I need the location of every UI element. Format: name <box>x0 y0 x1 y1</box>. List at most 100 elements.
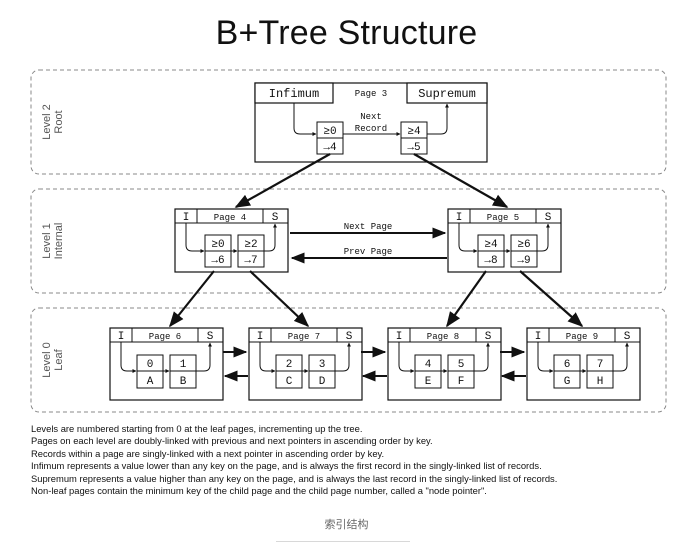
note-line: Pages on each level are doubly-linked wi… <box>31 435 433 447</box>
supremum-marker: S <box>545 212 552 224</box>
infimum-marker: I <box>396 331 403 343</box>
infimum-label: Infimum <box>269 87 319 101</box>
leaf-record: 3D <box>308 354 336 389</box>
leaf-page-label: Page 6 <box>149 332 181 342</box>
record-key: ≥0 <box>211 239 224 251</box>
supremum-marker: S <box>207 331 214 343</box>
diagram-notes: Levels are numbered starting from 0 at t… <box>31 423 671 497</box>
note-line: Supremum represents a value higher than … <box>31 472 558 484</box>
caption-underline <box>276 541 410 542</box>
record-value: A <box>147 376 154 388</box>
root-record-2-ptr: →5 <box>407 142 420 154</box>
infimum-marker: I <box>118 331 125 343</box>
internal-page-links: Next Page Prev Page <box>290 222 447 264</box>
record-value: B <box>180 376 187 388</box>
record-key: 0 <box>147 359 154 371</box>
note-line: Levels are numbered starting from 0 at t… <box>31 423 363 434</box>
image-caption: 索引结构 <box>324 519 369 531</box>
level-0-sub: Leaf <box>53 348 65 370</box>
leaf-record: 7H <box>586 354 614 389</box>
root-record-1-ptr: →4 <box>323 142 337 154</box>
supremum-label: Supremum <box>418 87 476 101</box>
level-2-name: Level 2 <box>41 104 53 139</box>
supremum-marker: S <box>346 331 353 343</box>
node-pointers <box>169 153 584 328</box>
supremum-marker: S <box>485 331 492 343</box>
record-key: ≥2 <box>244 239 257 251</box>
root-record-2-key: ≥4 <box>407 126 421 138</box>
record-key: 7 <box>597 359 604 371</box>
leaf-record: 0A <box>136 354 164 389</box>
btree-svg: Level 2 Root Level 1 Internal Level 0 Le… <box>30 69 667 413</box>
record-key: 4 <box>425 359 432 371</box>
root-page: Infimum Supremum Page 3 Next Record ≥0 →… <box>254 82 488 163</box>
level-2-sub: Root <box>53 110 65 133</box>
leaf-record: 6G <box>553 354 581 389</box>
node-pointer-record: ≥4→8 <box>477 234 505 268</box>
record-value: E <box>425 376 432 388</box>
record-value: D <box>319 376 326 388</box>
level-1-label: Level 1 Internal <box>41 223 65 260</box>
leaf-page-label: Page 8 <box>427 332 459 342</box>
infimum-marker: I <box>535 331 542 343</box>
infimum-marker: I <box>456 212 463 224</box>
root-page-label: Page 3 <box>355 89 387 99</box>
record-key: ≥4 <box>484 239 498 251</box>
leaf-record: 2C <box>275 354 303 389</box>
record-value: G <box>564 376 571 388</box>
root-record-1-key: ≥0 <box>323 126 336 138</box>
level-0-name: Level 0 <box>41 342 53 377</box>
record-pointer: →9 <box>517 255 530 267</box>
supremum-marker: S <box>272 212 279 224</box>
leaf-page-label: Page 7 <box>288 332 320 342</box>
infimum-marker: I <box>257 331 264 343</box>
note-line: Infimum represents a value lower than an… <box>31 460 542 472</box>
record-value: F <box>458 376 465 388</box>
leaf-page-links <box>223 346 526 382</box>
level-1-name: Level 1 <box>41 223 53 258</box>
note-line: Non-leaf pages contain the minimum key o… <box>31 485 487 497</box>
prev-page-label: Prev Page <box>344 247 393 257</box>
record-value: C <box>286 376 293 388</box>
record-pointer: →8 <box>484 255 497 267</box>
level-1-region <box>30 188 667 294</box>
node-pointer-record: ≥6→9 <box>510 234 538 268</box>
level-2-region <box>30 69 667 175</box>
next-record-label-2: Record <box>355 124 387 134</box>
supremum-marker: S <box>624 331 631 343</box>
leaf-record: 5F <box>447 354 475 389</box>
internal-page-label: Page 4 <box>214 213 246 223</box>
diagram-title: B+Tree Structure <box>215 14 478 52</box>
leaf-record: 4E <box>414 354 442 389</box>
leaf-record: 1B <box>169 354 197 389</box>
record-pointer: →6 <box>211 255 224 267</box>
infimum-marker: I <box>183 212 190 224</box>
record-key: 3 <box>319 359 326 371</box>
record-key: 6 <box>564 359 571 371</box>
record-key: 5 <box>458 359 465 371</box>
note-line: Records within a page are singly-linked … <box>31 447 385 459</box>
record-value: H <box>597 376 604 388</box>
record-key: 1 <box>180 359 187 371</box>
level-0-label: Level 0 Leaf <box>41 342 65 377</box>
level-0-region <box>30 307 667 413</box>
internal-page-label: Page 5 <box>487 213 519 223</box>
level-1-sub: Internal <box>53 223 65 260</box>
record-key: 2 <box>286 359 293 371</box>
node-pointer-record: ≥0→6 <box>204 234 232 268</box>
supremum-record <box>406 82 488 104</box>
node-pointer-record: ≥2→7 <box>237 234 265 268</box>
leaf-page-label: Page 9 <box>566 332 598 342</box>
record-pointer: →7 <box>244 255 257 267</box>
next-record-label-1: Next <box>360 112 382 122</box>
record-key: ≥6 <box>517 239 530 251</box>
